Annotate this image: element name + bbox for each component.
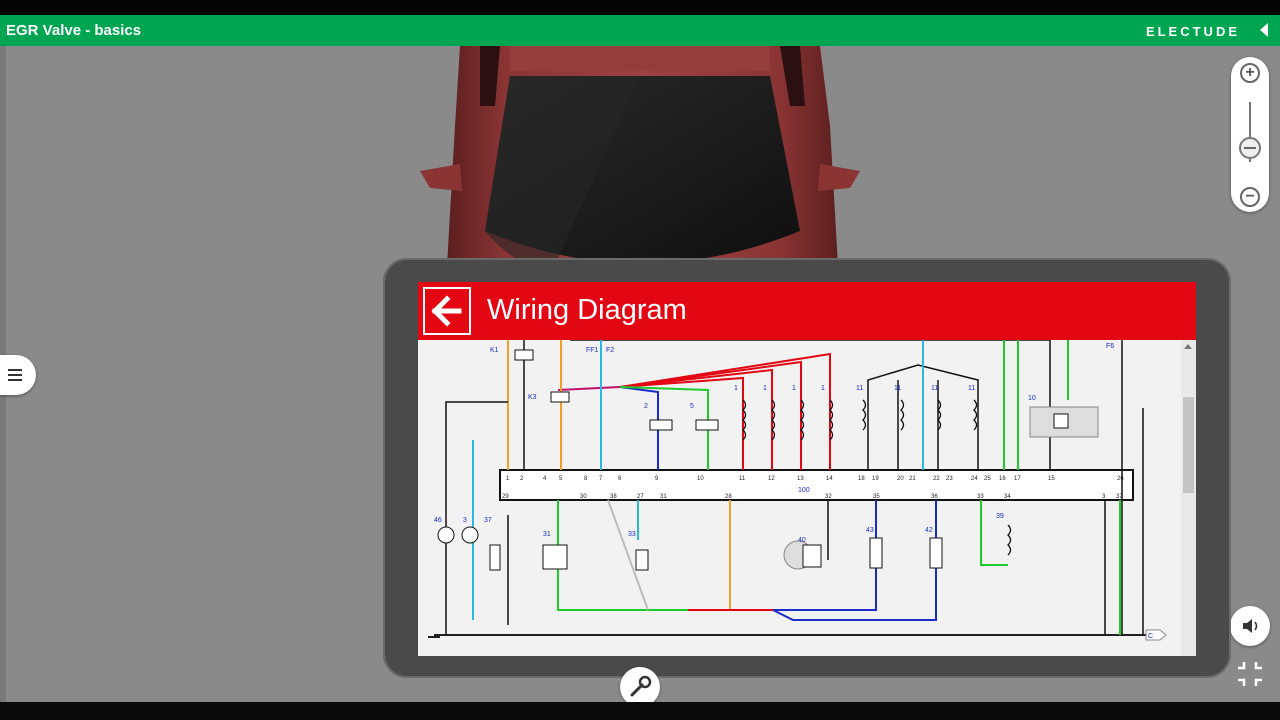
- ecu-pin-18: 18: [858, 476, 865, 482]
- label-1d: 1: [821, 385, 825, 392]
- zoom-out-button[interactable]: −: [1240, 187, 1260, 207]
- sound-button[interactable]: [1230, 606, 1270, 646]
- plus-icon: +: [1245, 64, 1255, 81]
- label-K1: K1: [490, 347, 499, 354]
- label-42: 42: [925, 527, 933, 534]
- ecu-pin-19: 19: [872, 476, 879, 482]
- label-11a: 11: [856, 385, 863, 392]
- label-10: 10: [1028, 395, 1036, 402]
- arrow-left-icon: [431, 295, 462, 327]
- back-button[interactable]: [423, 287, 471, 335]
- zoom-in-button[interactable]: +: [1240, 63, 1260, 83]
- hamburger-icon: [8, 369, 22, 371]
- ecu-pin-13: 13: [797, 476, 804, 482]
- ecu-pin-33: 33: [977, 494, 984, 500]
- label-11b: 11: [894, 385, 901, 392]
- ecu-pin-37: 37: [1116, 494, 1123, 500]
- ecu-id: 100: [798, 487, 810, 494]
- label-31: 31: [543, 531, 551, 538]
- collapse-panel-icon[interactable]: [1260, 23, 1268, 37]
- ecu-pin-4: 4: [543, 476, 547, 482]
- ecu-pin-31: 31: [660, 494, 667, 500]
- car-illustration: [420, 46, 860, 301]
- ecu-pin-14: 14: [826, 476, 833, 482]
- label-11c: 11: [931, 385, 938, 392]
- collapse-icon: [1238, 662, 1262, 686]
- panel-title: Wiring Diagram: [487, 294, 687, 326]
- ecu-pin-38: 38: [610, 494, 617, 500]
- panel-header: Wiring Diagram: [418, 282, 1196, 340]
- bottom-border: [0, 702, 1280, 720]
- tablet-screen: Wiring Diagram: [418, 282, 1196, 656]
- label-1a: 1: [734, 385, 738, 392]
- top-border: [0, 0, 1280, 15]
- ecu-pin-7: 7: [599, 476, 603, 482]
- connector-label: C: [1148, 633, 1153, 640]
- scrollbar-thumb[interactable]: [1183, 397, 1194, 493]
- ecu-pin-11: 11: [739, 476, 746, 482]
- label-1b: 1: [763, 385, 767, 392]
- ecu-pin-24: 24: [971, 476, 978, 482]
- ecu-pin-36: 36: [931, 494, 938, 500]
- ecu-pin-23: 23: [946, 476, 953, 482]
- ecu-pin-29: 29: [502, 494, 509, 500]
- ecu-pin-5: 5: [559, 476, 563, 482]
- ecu-pin-16: 16: [999, 476, 1006, 482]
- speaker-icon: [1243, 619, 1258, 633]
- wiring-diagram[interactable]: K1 K3 FF1 F2 2 5 1 1 1 1 11 11 11 11 10 …: [418, 340, 1196, 656]
- brand-logo: ELECTUDE: [1145, 24, 1240, 39]
- label-FF1: FF1: [586, 347, 599, 354]
- tool-button[interactable]: [620, 667, 660, 707]
- label-F2: F2: [606, 347, 614, 354]
- zoom-control: + −: [1231, 57, 1269, 212]
- diagram-scrollbar[interactable]: [1181, 340, 1196, 656]
- ecu-pin-3: 3: [1102, 494, 1106, 500]
- label-46: 46: [434, 517, 442, 524]
- hamburger-line: [8, 379, 22, 381]
- label-3: 3: [463, 517, 467, 524]
- label-2: 2: [644, 403, 648, 410]
- ecu-pin-9: 9: [655, 476, 659, 482]
- label-K3: K3: [528, 394, 537, 401]
- ecu-pin-8: 8: [584, 476, 588, 482]
- scroll-up-arrow-icon[interactable]: [1184, 344, 1192, 349]
- exit-fullscreen-button[interactable]: [1234, 658, 1266, 690]
- ecu-pin-28: 28: [725, 494, 732, 500]
- label-F6: F6: [1106, 343, 1114, 350]
- ecu-pin-32: 32: [825, 494, 832, 500]
- label-37: 37: [484, 517, 492, 524]
- menu-button[interactable]: [0, 355, 36, 395]
- hamburger-line: [8, 374, 22, 376]
- ecu-pin-30: 30: [580, 494, 587, 500]
- ecu-pin-2: 2: [520, 476, 524, 482]
- ecu-pin-20: 20: [897, 476, 904, 482]
- ecu-pin-22: 22: [933, 476, 940, 482]
- ecu-pin-21: 21: [909, 476, 916, 482]
- ecu-pin-35: 35: [873, 494, 880, 500]
- minus-icon: −: [1245, 188, 1255, 205]
- wrench-icon: [630, 675, 652, 697]
- label-39: 39: [996, 513, 1004, 520]
- title-bar: EGR Valve - basics ELECTUDE: [0, 15, 1280, 46]
- label-33: 33: [628, 531, 636, 538]
- label-40: 40: [798, 537, 806, 544]
- ecu-pin-12: 12: [768, 476, 775, 482]
- label-11d: 11: [968, 385, 975, 392]
- label-5: 5: [690, 403, 694, 410]
- zoom-slider-handle[interactable]: [1239, 137, 1261, 159]
- ecu-pin-6: 6: [618, 476, 622, 482]
- ecu-pin-1: 1: [506, 476, 510, 482]
- ecu-pin-26: 26: [1117, 476, 1124, 482]
- ecu-pin-25: 25: [984, 476, 991, 482]
- label-1c: 1: [792, 385, 796, 392]
- label-43: 43: [866, 527, 874, 534]
- ecu-pin-10: 10: [697, 476, 704, 482]
- ecu-pin-34: 34: [1004, 494, 1011, 500]
- lesson-title: EGR Valve - basics: [6, 22, 142, 39]
- ecu-pin-15: 15: [1048, 476, 1055, 482]
- zoom-track[interactable]: [1249, 102, 1251, 162]
- ecu-pin-27: 27: [637, 494, 644, 500]
- ecu-pin-17: 17: [1014, 476, 1021, 482]
